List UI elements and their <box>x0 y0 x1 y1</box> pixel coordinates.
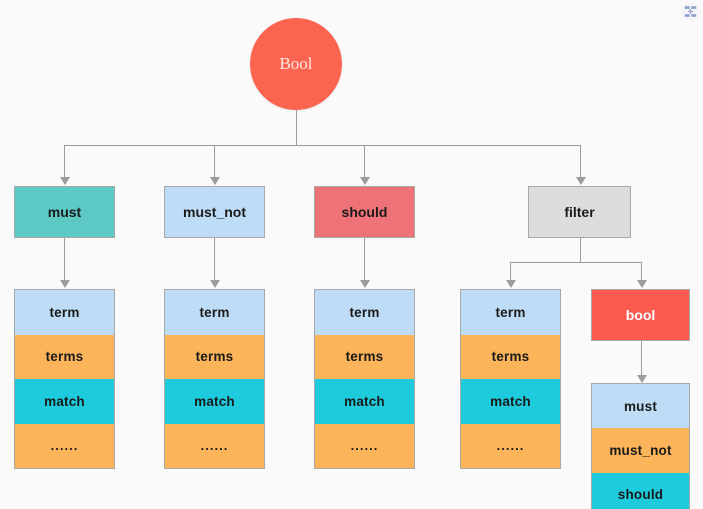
node-bool-root: Bool <box>250 18 342 110</box>
connector-root-bus <box>64 145 580 146</box>
node-bool-root-label: Bool <box>279 54 313 73</box>
leaf-cell-terms-label: terms <box>45 349 84 365</box>
leaf-cell-terms: terms <box>165 334 264 379</box>
leaf-cell-more-label: ...... <box>350 438 379 454</box>
connector-filter-stem <box>580 238 581 263</box>
node-must-label: must <box>47 204 82 220</box>
leaf-cell-match-label: match <box>44 393 85 409</box>
connector-root-stem <box>296 110 297 146</box>
leaf-cell-match: match <box>315 379 414 424</box>
leaf-cell-match-label: match <box>490 393 531 409</box>
node-must: must <box>14 186 115 238</box>
connector-filter-to-bool <box>641 262 642 282</box>
leaf-cell-more-label: ...... <box>50 438 79 454</box>
leaf-cell-term-label: term <box>349 304 380 320</box>
leaf-stack-must: term terms match ...... <box>14 289 115 469</box>
expand-image-button[interactable] <box>681 2 700 21</box>
node-nested-bool-label: bool <box>625 307 656 323</box>
leaf-cell-terms: terms <box>461 334 560 379</box>
node-filter-label: filter <box>564 204 595 220</box>
connector-filter-to-leaf <box>510 262 511 282</box>
leaf-cell-match: match <box>15 379 114 424</box>
leaf-cell-term-label: term <box>199 304 230 320</box>
connector-nested-bool-stem <box>641 341 642 377</box>
node-must-not: must_not <box>164 186 265 238</box>
connector-drop-must <box>64 145 65 179</box>
connector-filter-bus <box>510 262 641 263</box>
leaf-cell-more: ...... <box>315 423 414 468</box>
node-should: should <box>314 186 415 238</box>
arrowhead-must-not-leaf <box>210 280 220 288</box>
leaf-cell-term: term <box>461 290 560 335</box>
expand-image-icon <box>684 6 697 17</box>
leaf-cell-match-label: match <box>194 393 235 409</box>
leaf-cell-match: match <box>165 379 264 424</box>
nested-cell-must-not: must_not <box>592 428 689 473</box>
connector-should-to-leaf <box>364 238 365 282</box>
arrowhead-must-not <box>210 177 220 185</box>
arrowhead-nested-bool <box>637 375 647 383</box>
node-filter: filter <box>528 186 631 238</box>
leaf-cell-terms-label: terms <box>195 349 234 365</box>
nested-cell-must: must <box>592 384 689 429</box>
nested-cell-must-label: must <box>623 398 658 414</box>
leaf-cell-terms-label: terms <box>345 349 384 365</box>
leaf-cell-more-label: ...... <box>200 438 229 454</box>
leaf-stack-filter: term terms match ...... <box>460 289 561 469</box>
leaf-cell-term-label: term <box>495 304 526 320</box>
arrowhead-must <box>60 177 70 185</box>
arrowhead-should <box>360 177 370 185</box>
leaf-cell-term: term <box>165 290 264 335</box>
arrowhead-filter-leaf <box>506 280 516 288</box>
connector-drop-should <box>364 145 365 179</box>
connector-must-not-to-leaf <box>214 238 215 282</box>
leaf-cell-more: ...... <box>165 423 264 468</box>
leaf-stack-should: term terms match ...... <box>314 289 415 469</box>
nested-cell-should-label: should <box>617 487 664 503</box>
arrowhead-should-leaf <box>360 280 370 288</box>
node-should-label: should <box>341 204 388 220</box>
leaf-cell-more: ...... <box>461 423 560 468</box>
nested-cell-should: should <box>592 472 689 509</box>
arrowhead-must-leaf <box>60 280 70 288</box>
leaf-cell-terms: terms <box>15 334 114 379</box>
leaf-cell-term-label: term <box>49 304 80 320</box>
leaf-cell-terms: terms <box>315 334 414 379</box>
arrowhead-filter-bool <box>637 280 647 288</box>
leaf-cell-match: match <box>461 379 560 424</box>
connector-drop-filter <box>580 145 581 179</box>
leaf-cell-more: ...... <box>15 423 114 468</box>
node-nested-bool: bool <box>591 289 690 341</box>
arrowhead-filter <box>576 177 586 185</box>
leaf-cell-terms-label: terms <box>491 349 530 365</box>
nested-cell-must-not-label: must_not <box>609 442 672 458</box>
leaf-cell-more-label: ...... <box>496 438 525 454</box>
leaf-stack-must-not: term terms match ...... <box>164 289 265 469</box>
node-must-not-label: must_not <box>183 204 246 220</box>
connector-must-to-leaf <box>64 238 65 282</box>
leaf-cell-term: term <box>15 290 114 335</box>
connector-drop-must-not <box>214 145 215 179</box>
leaf-cell-term: term <box>315 290 414 335</box>
leaf-cell-match-label: match <box>344 393 385 409</box>
nested-bool-stack: must must_not should <box>591 383 690 509</box>
